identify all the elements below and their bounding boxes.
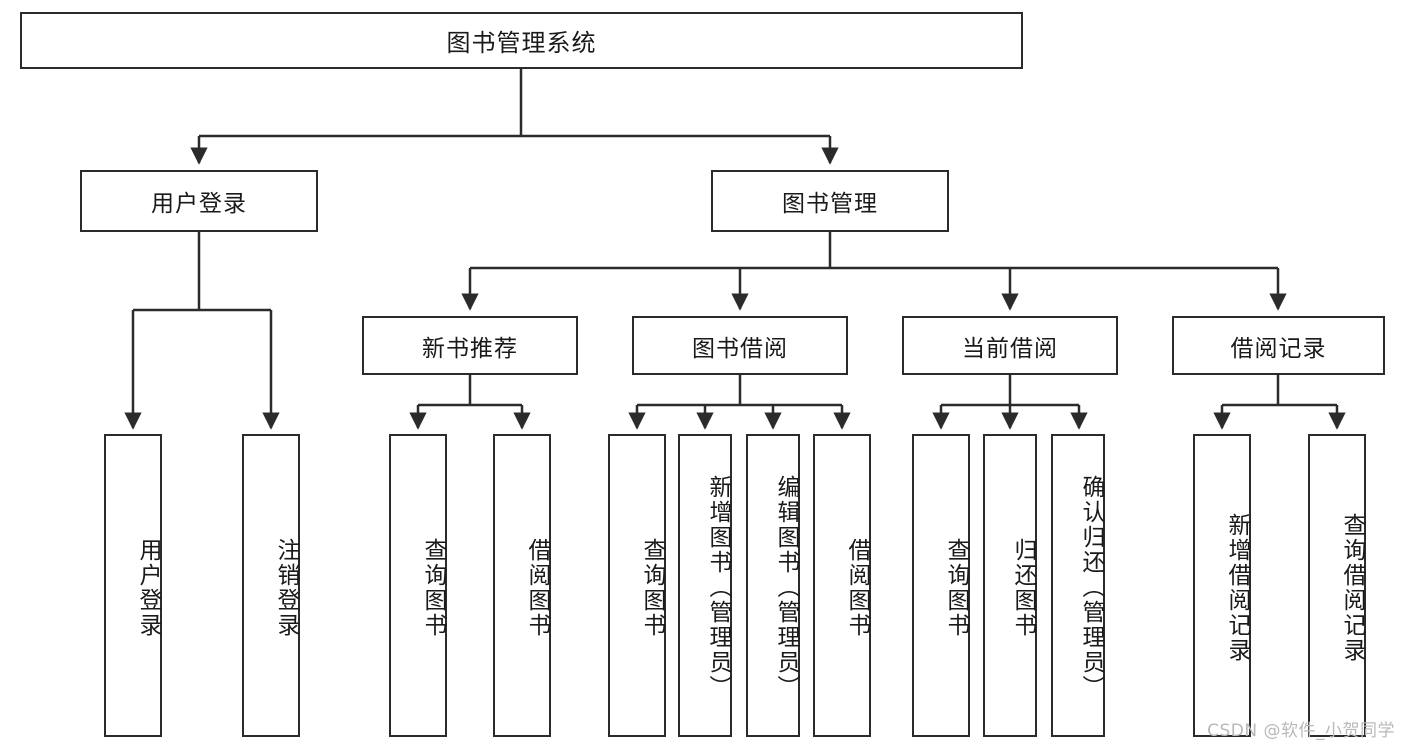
node-current-borrow-label: 当前借阅	[962, 335, 1058, 362]
node-book-management[interactable]: 图书管理	[711, 170, 949, 232]
node-leaf-query-borrow-record[interactable]: 查询借阅记录	[1308, 434, 1366, 737]
node-leaf-query-book-1-label: 查询图书	[420, 537, 446, 638]
node-leaf-query-book-3[interactable]: 查询图书	[912, 434, 970, 737]
node-leaf-user-login-label: 用户登录	[135, 537, 161, 638]
node-borrow-record-label: 借阅记录	[1230, 335, 1327, 362]
node-root[interactable]: 图书管理系统	[20, 12, 1023, 69]
node-leaf-query-book-2[interactable]: 查询图书	[608, 434, 666, 737]
node-leaf-borrow-book-1-label: 借阅图书	[524, 537, 550, 638]
node-user-login[interactable]: 用户登录	[80, 170, 318, 232]
node-leaf-query-book-1[interactable]: 查询图书	[389, 434, 447, 737]
node-book-borrow[interactable]: 图书借阅	[632, 316, 848, 375]
node-new-book-recommend-label: 新书推荐	[422, 335, 518, 362]
node-current-borrow[interactable]: 当前借阅	[902, 316, 1118, 375]
node-leaf-confirm-return-admin-label: 确认归还（管理员）	[1078, 475, 1104, 700]
node-leaf-confirm-return-admin[interactable]: 确认归还（管理员）	[1051, 434, 1105, 737]
node-book-borrow-label: 图书借阅	[692, 335, 788, 362]
node-leaf-add-book-admin[interactable]: 新增图书（管理员）	[678, 434, 732, 737]
node-leaf-user-login[interactable]: 用户登录	[104, 434, 162, 737]
node-leaf-add-borrow-record-label: 新增借阅记录	[1224, 512, 1250, 663]
node-leaf-edit-book-admin[interactable]: 编辑图书（管理员）	[746, 434, 800, 737]
node-leaf-query-book-2-label: 查询图书	[639, 537, 665, 638]
node-user-login-label: 用户登录	[151, 191, 247, 217]
node-leaf-query-borrow-record-label: 查询借阅记录	[1339, 512, 1365, 663]
node-leaf-borrow-book-2[interactable]: 借阅图书	[813, 434, 871, 737]
node-leaf-add-book-admin-label: 新增图书（管理员）	[705, 475, 731, 700]
node-leaf-edit-book-admin-label: 编辑图书（管理员）	[773, 475, 799, 700]
node-root-label: 图书管理系统	[446, 29, 597, 57]
node-leaf-query-book-3-label: 查询图书	[943, 537, 969, 638]
node-leaf-return-book[interactable]: 归还图书	[983, 434, 1037, 737]
node-new-book-recommend[interactable]: 新书推荐	[362, 316, 578, 375]
node-leaf-add-borrow-record[interactable]: 新增借阅记录	[1193, 434, 1251, 737]
node-book-management-label: 图书管理	[782, 191, 878, 217]
node-leaf-logout-login[interactable]: 注销登录	[242, 434, 300, 737]
node-leaf-borrow-book-1[interactable]: 借阅图书	[493, 434, 551, 737]
node-leaf-return-book-label: 归还图书	[1010, 537, 1036, 638]
node-borrow-record[interactable]: 借阅记录	[1172, 316, 1385, 375]
node-leaf-borrow-book-2-label: 借阅图书	[844, 537, 870, 638]
node-leaf-logout-login-label: 注销登录	[273, 537, 299, 638]
